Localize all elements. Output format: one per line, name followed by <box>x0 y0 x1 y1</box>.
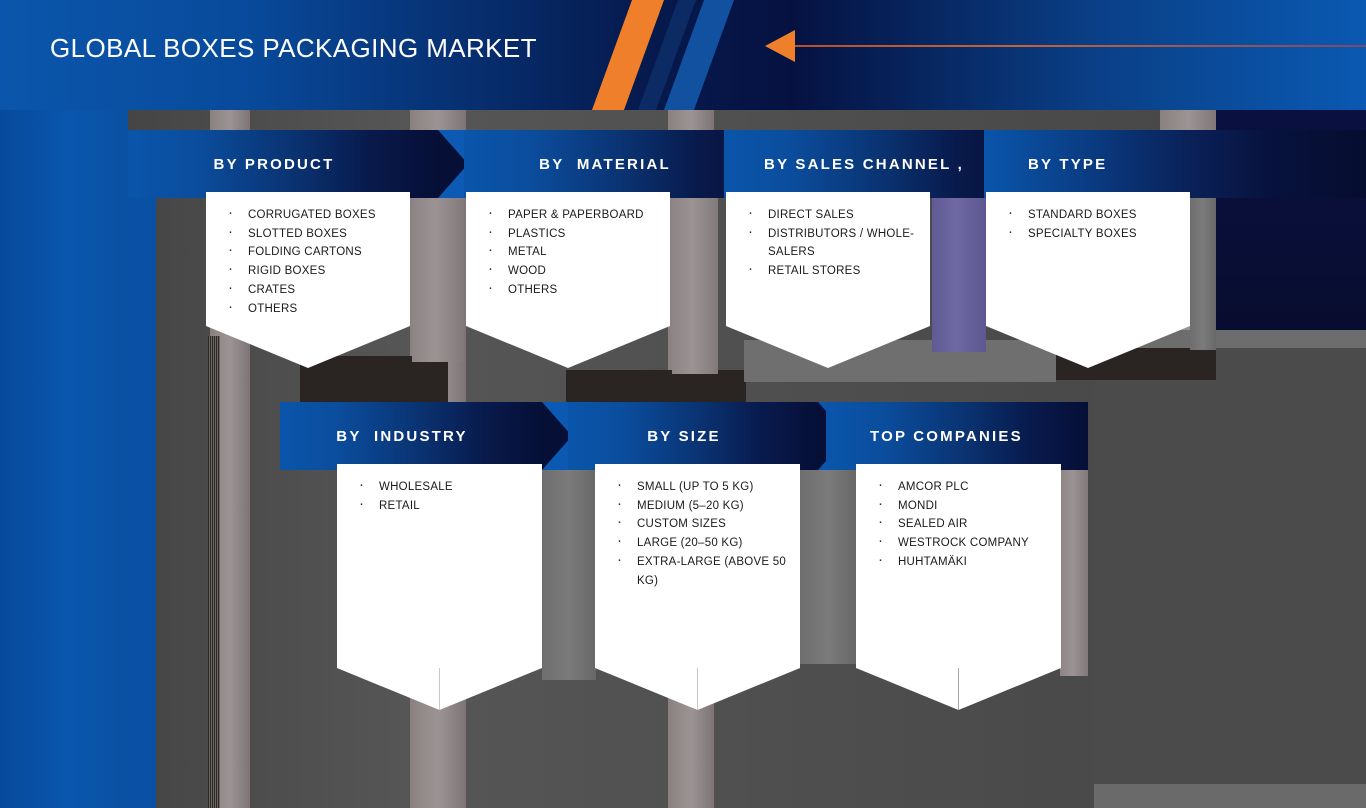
banner-row-2: BY INDUSTRY BY SIZE TOP COMPANIES <box>280 402 1088 470</box>
card-by-size-chevron <box>595 668 800 710</box>
list-item: MONDI <box>876 495 1051 516</box>
left-panel-extension <box>128 192 156 808</box>
list-item: MEDIUM (5–20 KG) <box>615 495 790 516</box>
background-shadow-slab-2 <box>566 370 746 404</box>
column-divider-3 <box>932 192 986 352</box>
card-top-companies-list: AMCOR PLC MONDI SEALED AIR WESTROCK COMP… <box>856 464 1061 572</box>
list-item: SEALED AIR <box>876 513 1051 534</box>
list-item: WESTROCK COMPANY <box>876 532 1051 553</box>
chevron-right-icon-1 <box>438 130 468 198</box>
card-by-material-body: PAPER & PAPERBOARD PLASTICS METAL WOOD O… <box>466 192 670 326</box>
page-title: GLOBAL BOXES PACKAGING MARKET <box>50 33 537 63</box>
list-item: SMALL (UP TO 5 KG) <box>615 476 790 497</box>
list-item: EXTRA-LARGE (ABOVE 50 KG) <box>615 551 790 590</box>
card-by-type-list: STANDARD BOXES SPECIALTY BOXES <box>986 192 1190 243</box>
column-divider-6 <box>800 464 856 664</box>
list-item: FOLDING CARTONS <box>226 241 400 262</box>
banner-label-top-companies: TOP COMPANIES <box>870 427 1023 445</box>
banner-top-companies[interactable]: TOP COMPANIES <box>826 402 1088 470</box>
list-item: RETAIL STORES <box>746 260 920 281</box>
card-by-sales-channel: DIRECT SALES DISTRIBUTORS / WHOLE-SALERS… <box>726 192 930 326</box>
list-item: CUSTOM SIZES <box>615 513 790 534</box>
background-carton-ridges-1 <box>208 336 220 808</box>
card-by-size-body: SMALL (UP TO 5 KG) MEDIUM (5–20 KG) CUST… <box>595 464 800 668</box>
card-by-sales-channel-chevron <box>726 326 930 368</box>
card-top-companies-chevron <box>856 668 1061 710</box>
card-by-industry-chevron <box>337 668 542 710</box>
card-by-type-body: STANDARD BOXES SPECIALTY BOXES <box>986 192 1190 326</box>
card-by-material-chevron <box>466 326 670 368</box>
list-item: WOOD <box>486 260 660 281</box>
card-by-material: PAPER & PAPERBOARD PLASTICS METAL WOOD O… <box>466 192 670 326</box>
column-divider-2 <box>672 192 718 374</box>
column-divider-1 <box>412 192 464 362</box>
card-by-sales-channel-list: DIRECT SALES DISTRIBUTORS / WHOLE-SALERS… <box>726 192 930 281</box>
banner-label-by-type: BY TYPE <box>1028 155 1108 173</box>
list-item: PLASTICS <box>486 223 660 244</box>
column-divider-7 <box>1060 464 1088 676</box>
chevron-right-icon-4 <box>542 402 572 470</box>
card-by-type-chevron <box>986 326 1190 368</box>
banner-by-sales-channel[interactable]: BY SALES CHANNEL , <box>724 130 1052 198</box>
header-rule-line <box>795 45 1366 47</box>
card-by-sales-channel-body: DIRECT SALES DISTRIBUTORS / WHOLE-SALERS… <box>726 192 930 326</box>
banner-label-by-material: BY MATERIAL <box>539 155 671 173</box>
column-divider-4 <box>1190 192 1216 350</box>
card-by-size-list: SMALL (UP TO 5 KG) MEDIUM (5–20 KG) CUST… <box>595 464 800 590</box>
card-by-size: SMALL (UP TO 5 KG) MEDIUM (5–20 KG) CUST… <box>595 464 800 668</box>
list-item: DIRECT SALES <box>746 204 920 225</box>
list-item: DISTRIBUTORS / WHOLE-SALERS <box>746 223 920 262</box>
card-by-material-list: PAPER & PAPERBOARD PLASTICS METAL WOOD O… <box>466 192 670 300</box>
card-by-product-list: CORRUGATED BOXES SLOTTED BOXES FOLDING C… <box>206 192 410 318</box>
list-item: LARGE (20–50 KG) <box>615 532 790 553</box>
list-item: METAL <box>486 241 660 262</box>
list-item: OTHERS <box>486 279 660 300</box>
banner-by-industry[interactable]: BY INDUSTRY <box>280 402 572 470</box>
card-top-companies: AMCOR PLC MONDI SEALED AIR WESTROCK COMP… <box>856 464 1061 668</box>
list-item: OTHERS <box>226 298 400 319</box>
list-item: RIGID BOXES <box>226 260 400 281</box>
list-item: STANDARD BOXES <box>1006 204 1180 225</box>
banner-label-by-product: BY PRODUCT <box>213 155 335 173</box>
card-by-industry: WHOLESALE RETAIL <box>337 464 542 668</box>
list-item: WHOLESALE <box>357 476 532 497</box>
list-item: HUHTAMÄKI <box>876 551 1051 572</box>
list-item: CORRUGATED BOXES <box>226 204 400 225</box>
card-by-product-chevron <box>206 326 410 368</box>
background-light-strip-bottom <box>1094 784 1366 808</box>
card-by-type: STANDARD BOXES SPECIALTY BOXES <box>986 192 1190 326</box>
banner-by-type[interactable]: BY TYPE <box>984 130 1366 198</box>
list-item: CRATES <box>226 279 400 300</box>
banner-label-by-industry: BY INDUSTRY <box>336 427 468 445</box>
banner-by-product[interactable]: BY PRODUCT <box>128 130 468 198</box>
card-by-product: CORRUGATED BOXES SLOTTED BOXES FOLDING C… <box>206 192 410 326</box>
list-item: RETAIL <box>357 495 532 516</box>
left-arrow-icon <box>765 30 795 62</box>
list-item: AMCOR PLC <box>876 476 1051 497</box>
list-item: SLOTTED BOXES <box>226 223 400 244</box>
background-dark-block-right <box>1094 348 1366 808</box>
card-top-companies-body: AMCOR PLC MONDI SEALED AIR WESTROCK COMP… <box>856 464 1061 668</box>
banner-by-size[interactable]: BY SIZE <box>568 402 848 470</box>
page-header: GLOBAL BOXES PACKAGING MARKET <box>0 0 1366 110</box>
list-item: PAPER & PAPERBOARD <box>486 204 660 225</box>
list-item: SPECIALTY BOXES <box>1006 223 1180 244</box>
left-blue-panel <box>0 110 128 808</box>
card-by-product-body: CORRUGATED BOXES SLOTTED BOXES FOLDING C… <box>206 192 410 326</box>
column-divider-5 <box>542 464 596 680</box>
banner-label-by-size: BY SIZE <box>647 427 721 445</box>
banner-label-by-sales-channel: BY SALES CHANNEL , <box>764 155 964 173</box>
card-by-industry-body: WHOLESALE RETAIL <box>337 464 542 668</box>
card-by-industry-list: WHOLESALE RETAIL <box>337 464 542 515</box>
banner-by-material[interactable]: BY MATERIAL <box>464 130 794 198</box>
banner-row-1: BY PRODUCT BY MATERIAL BY SALES CHANNEL … <box>128 130 1366 198</box>
